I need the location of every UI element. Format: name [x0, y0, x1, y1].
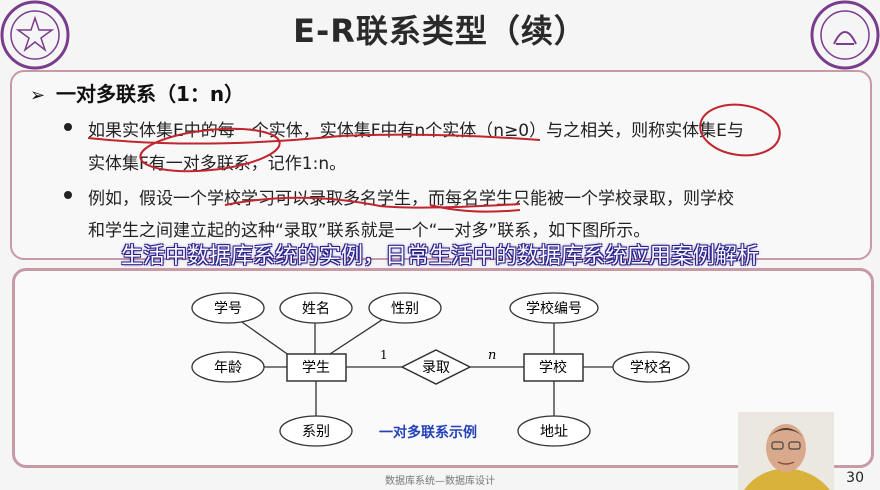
- slide-footer: 数据库系统—数据库设计: [385, 476, 495, 487]
- svg-text:地址: 地址: [540, 424, 568, 440]
- page-number: 30: [846, 470, 864, 486]
- bullet-dot-icon: [64, 123, 72, 131]
- er-diagram: 学号 姓名 性别 年龄 系别 学校编号 学校名 地址 学生 学校 录取 1: [191, 292, 690, 447]
- svg-text:系别: 系别: [302, 424, 330, 440]
- video-caption: 生活中数据库系统的实例，日常生活中的数据库系统应用案例解析: [120, 244, 759, 269]
- slide-title: E-R联系类型（续）: [293, 12, 587, 50]
- bullet-1-line-2: 实体集F有一对多联系，记作1:n。: [88, 154, 347, 174]
- bullet-2-line-1: 例如，假设一个学校学习可以录取多名学生，而每名学生只能被一个学校录取，则学校: [88, 189, 734, 209]
- svg-text:学生: 学生: [302, 360, 330, 376]
- svg-text:录取: 录取: [422, 360, 450, 376]
- svg-text:学校名: 学校名: [630, 359, 672, 376]
- attribute-address: 地址: [517, 415, 591, 447]
- section-heading-text: 一对多联系（1：n）: [56, 82, 245, 106]
- attribute-department: 系别: [279, 415, 353, 447]
- bullet-dot-icon: [64, 191, 72, 199]
- svg-text:学号: 学号: [214, 301, 242, 317]
- attribute-age: 年龄: [191, 351, 265, 383]
- definition-box: [10, 70, 872, 260]
- attribute-student-id: 学号: [191, 292, 265, 324]
- svg-text:学校: 学校: [539, 359, 567, 376]
- attribute-gender: 性别: [368, 292, 442, 324]
- bullet-1-line-1: 如果实体集E中的每一个实体，实体集F中有n个实体（n≥0）与之相关，则称实体集E…: [88, 121, 744, 141]
- svg-text:年龄: 年龄: [214, 360, 242, 376]
- svg-text:姓名: 姓名: [302, 301, 330, 317]
- cardinality-one: 1: [380, 348, 388, 362]
- university-logo-right: [810, 0, 880, 70]
- university-logo-left: [0, 0, 70, 70]
- relationship-admission: 录取: [400, 349, 472, 385]
- red-annotation-marks: [87, 103, 781, 213]
- cardinality-n: n: [488, 348, 496, 363]
- section-heading: ➢ 一对多联系（1：n）: [30, 78, 244, 107]
- arrow-bullet-icon: ➢: [30, 85, 46, 106]
- bullet-2-line-2: 和学生之间建立起的这种“录取”联系就是一个“一对多”联系，如下图所示。: [88, 221, 651, 241]
- attribute-school-id: 学校编号: [509, 292, 599, 324]
- entity-student: 学生: [286, 353, 347, 382]
- diagram-label: 一对多联系示例: [379, 424, 477, 441]
- svg-text:性别: 性别: [391, 301, 419, 317]
- svg-text:学校编号: 学校编号: [526, 300, 582, 317]
- attribute-school-name: 学校名: [612, 351, 690, 383]
- presenter-webcam: [738, 412, 834, 490]
- entity-school: 学校: [523, 353, 584, 382]
- attribute-name: 姓名: [279, 292, 353, 324]
